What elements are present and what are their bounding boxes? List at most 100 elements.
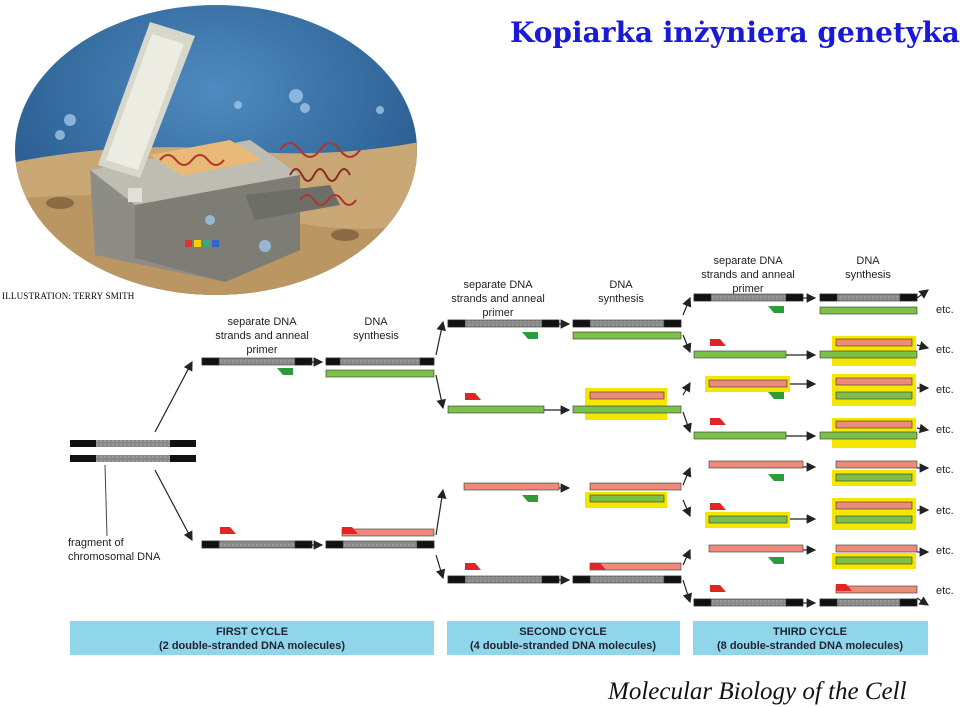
svg-text:etc.: etc. — [936, 545, 954, 557]
cycle-bar-third: THIRD CYCLE (8 double-stranded DNA molec… — [693, 621, 928, 655]
heading-separate-col3: separate DNA strands and anneal primer — [451, 279, 545, 319]
new-strand-green — [708, 515, 788, 524]
strand-end — [899, 598, 918, 607]
svg-text:etc.: etc. — [936, 505, 954, 517]
svg-text:primer: primer — [482, 307, 514, 319]
primer-red — [710, 585, 726, 592]
new-strand-green — [819, 306, 918, 315]
primer-green — [522, 332, 538, 339]
cycle-bar-first: FIRST CYCLE (2 double-stranded DNA molec… — [70, 621, 434, 655]
strand-end — [785, 598, 804, 607]
svg-text:FIRST CYCLE: FIRST CYCLE — [216, 626, 288, 638]
new-strand-green — [819, 431, 918, 440]
primer-red — [710, 339, 726, 346]
new-strand-red — [835, 377, 913, 386]
strand-end — [693, 293, 712, 302]
slide-title: Kopiarka inżyniera genetyka — [510, 16, 960, 49]
svg-text:strands and anneal: strands and anneal — [451, 293, 545, 305]
strand-end — [447, 319, 466, 328]
strand-end — [693, 598, 712, 607]
svg-text:DNA: DNA — [364, 316, 388, 328]
primer-green — [768, 474, 784, 481]
svg-text:fragment of: fragment of — [68, 537, 125, 549]
branch-arrows — [154, 296, 693, 604]
primer-green — [522, 495, 538, 502]
svg-text:etc.: etc. — [936, 304, 954, 316]
svg-text:etc.: etc. — [936, 424, 954, 436]
primer-green — [768, 306, 784, 313]
template-strand — [325, 357, 435, 366]
strand-end — [294, 357, 313, 366]
new-strand-green — [835, 556, 913, 565]
new-strand-green — [447, 405, 545, 414]
fragment-label: fragment of chromosomal DNA — [68, 464, 161, 563]
new-strand-green — [589, 494, 665, 503]
svg-text:strands and anneal: strands and anneal — [701, 269, 795, 281]
svg-text:separate DNA: separate DNA — [713, 255, 783, 267]
strand-end — [294, 540, 313, 549]
primer-red — [220, 527, 236, 534]
new-strand-green — [572, 331, 682, 340]
heading-synthesis-col4: DNA synthesis — [598, 279, 644, 305]
strand-end — [572, 575, 591, 584]
strand-end — [663, 575, 682, 584]
primer-green — [768, 392, 784, 399]
primer-red — [465, 393, 481, 400]
svg-text:etc.: etc. — [936, 464, 954, 476]
new-strand-red — [835, 460, 918, 469]
book-reference: Molecular Biology of the Cell — [608, 678, 907, 705]
new-strand-red — [835, 544, 918, 553]
svg-text:(8 double-stranded DNA molecul: (8 double-stranded DNA molecules) — [717, 640, 903, 652]
svg-text:synthesis: synthesis — [353, 330, 399, 342]
strand-end — [419, 357, 435, 366]
heading-separate-col5: separate DNA strands and anneal primer — [701, 255, 795, 295]
svg-text:etc.: etc. — [936, 585, 954, 597]
strand-end — [201, 357, 220, 366]
strand-end — [819, 293, 838, 302]
new-strand-red — [835, 420, 913, 429]
svg-text:strands and anneal: strands and anneal — [215, 330, 309, 342]
svg-text:primer: primer — [732, 283, 764, 295]
strand-end — [785, 293, 804, 302]
original-dna-fragment — [70, 440, 196, 462]
primer-red — [836, 584, 852, 591]
primer-green — [277, 368, 293, 375]
heading-synthesis-col6: DNA synthesis — [845, 255, 891, 281]
strand-end — [663, 319, 682, 328]
heading-separate-col1: separate DNA strands and anneal primer — [215, 316, 309, 356]
primer-red — [465, 563, 481, 570]
primer-red — [342, 527, 358, 534]
svg-text:chromosomal DNA: chromosomal DNA — [68, 551, 161, 563]
svg-text:THIRD CYCLE: THIRD CYCLE — [773, 626, 847, 638]
new-strand-red — [708, 544, 804, 553]
new-strand-red — [835, 501, 913, 510]
new-strand-green — [693, 350, 787, 359]
strand-end — [541, 575, 560, 584]
new-strand-red — [589, 482, 682, 491]
primer-red — [710, 418, 726, 425]
heading-synthesis-col2: DNA synthesis — [353, 316, 399, 342]
new-strand-green — [835, 473, 913, 482]
new-strand-green — [819, 350, 918, 359]
new-strand-red — [708, 460, 804, 469]
new-strand-red — [835, 338, 913, 347]
strand-end — [447, 575, 466, 584]
new-strand-green — [325, 369, 435, 378]
strand-end — [416, 540, 435, 549]
svg-text:separate DNA: separate DNA — [463, 279, 533, 291]
new-strand-green — [572, 405, 682, 414]
svg-text:DNA: DNA — [856, 255, 880, 267]
strand-end — [541, 319, 560, 328]
svg-text:synthesis: synthesis — [598, 293, 644, 305]
strand-end — [325, 357, 341, 366]
strand-end — [201, 540, 220, 549]
new-strand-red — [708, 379, 788, 388]
new-strand-green — [693, 431, 787, 440]
copier-illustration — [15, 5, 417, 295]
primer-red — [590, 563, 606, 570]
strand-end — [819, 598, 838, 607]
dna-strands — [201, 293, 918, 607]
svg-text:(2 double-stranded DNA molecul: (2 double-stranded DNA molecules) — [159, 640, 345, 652]
